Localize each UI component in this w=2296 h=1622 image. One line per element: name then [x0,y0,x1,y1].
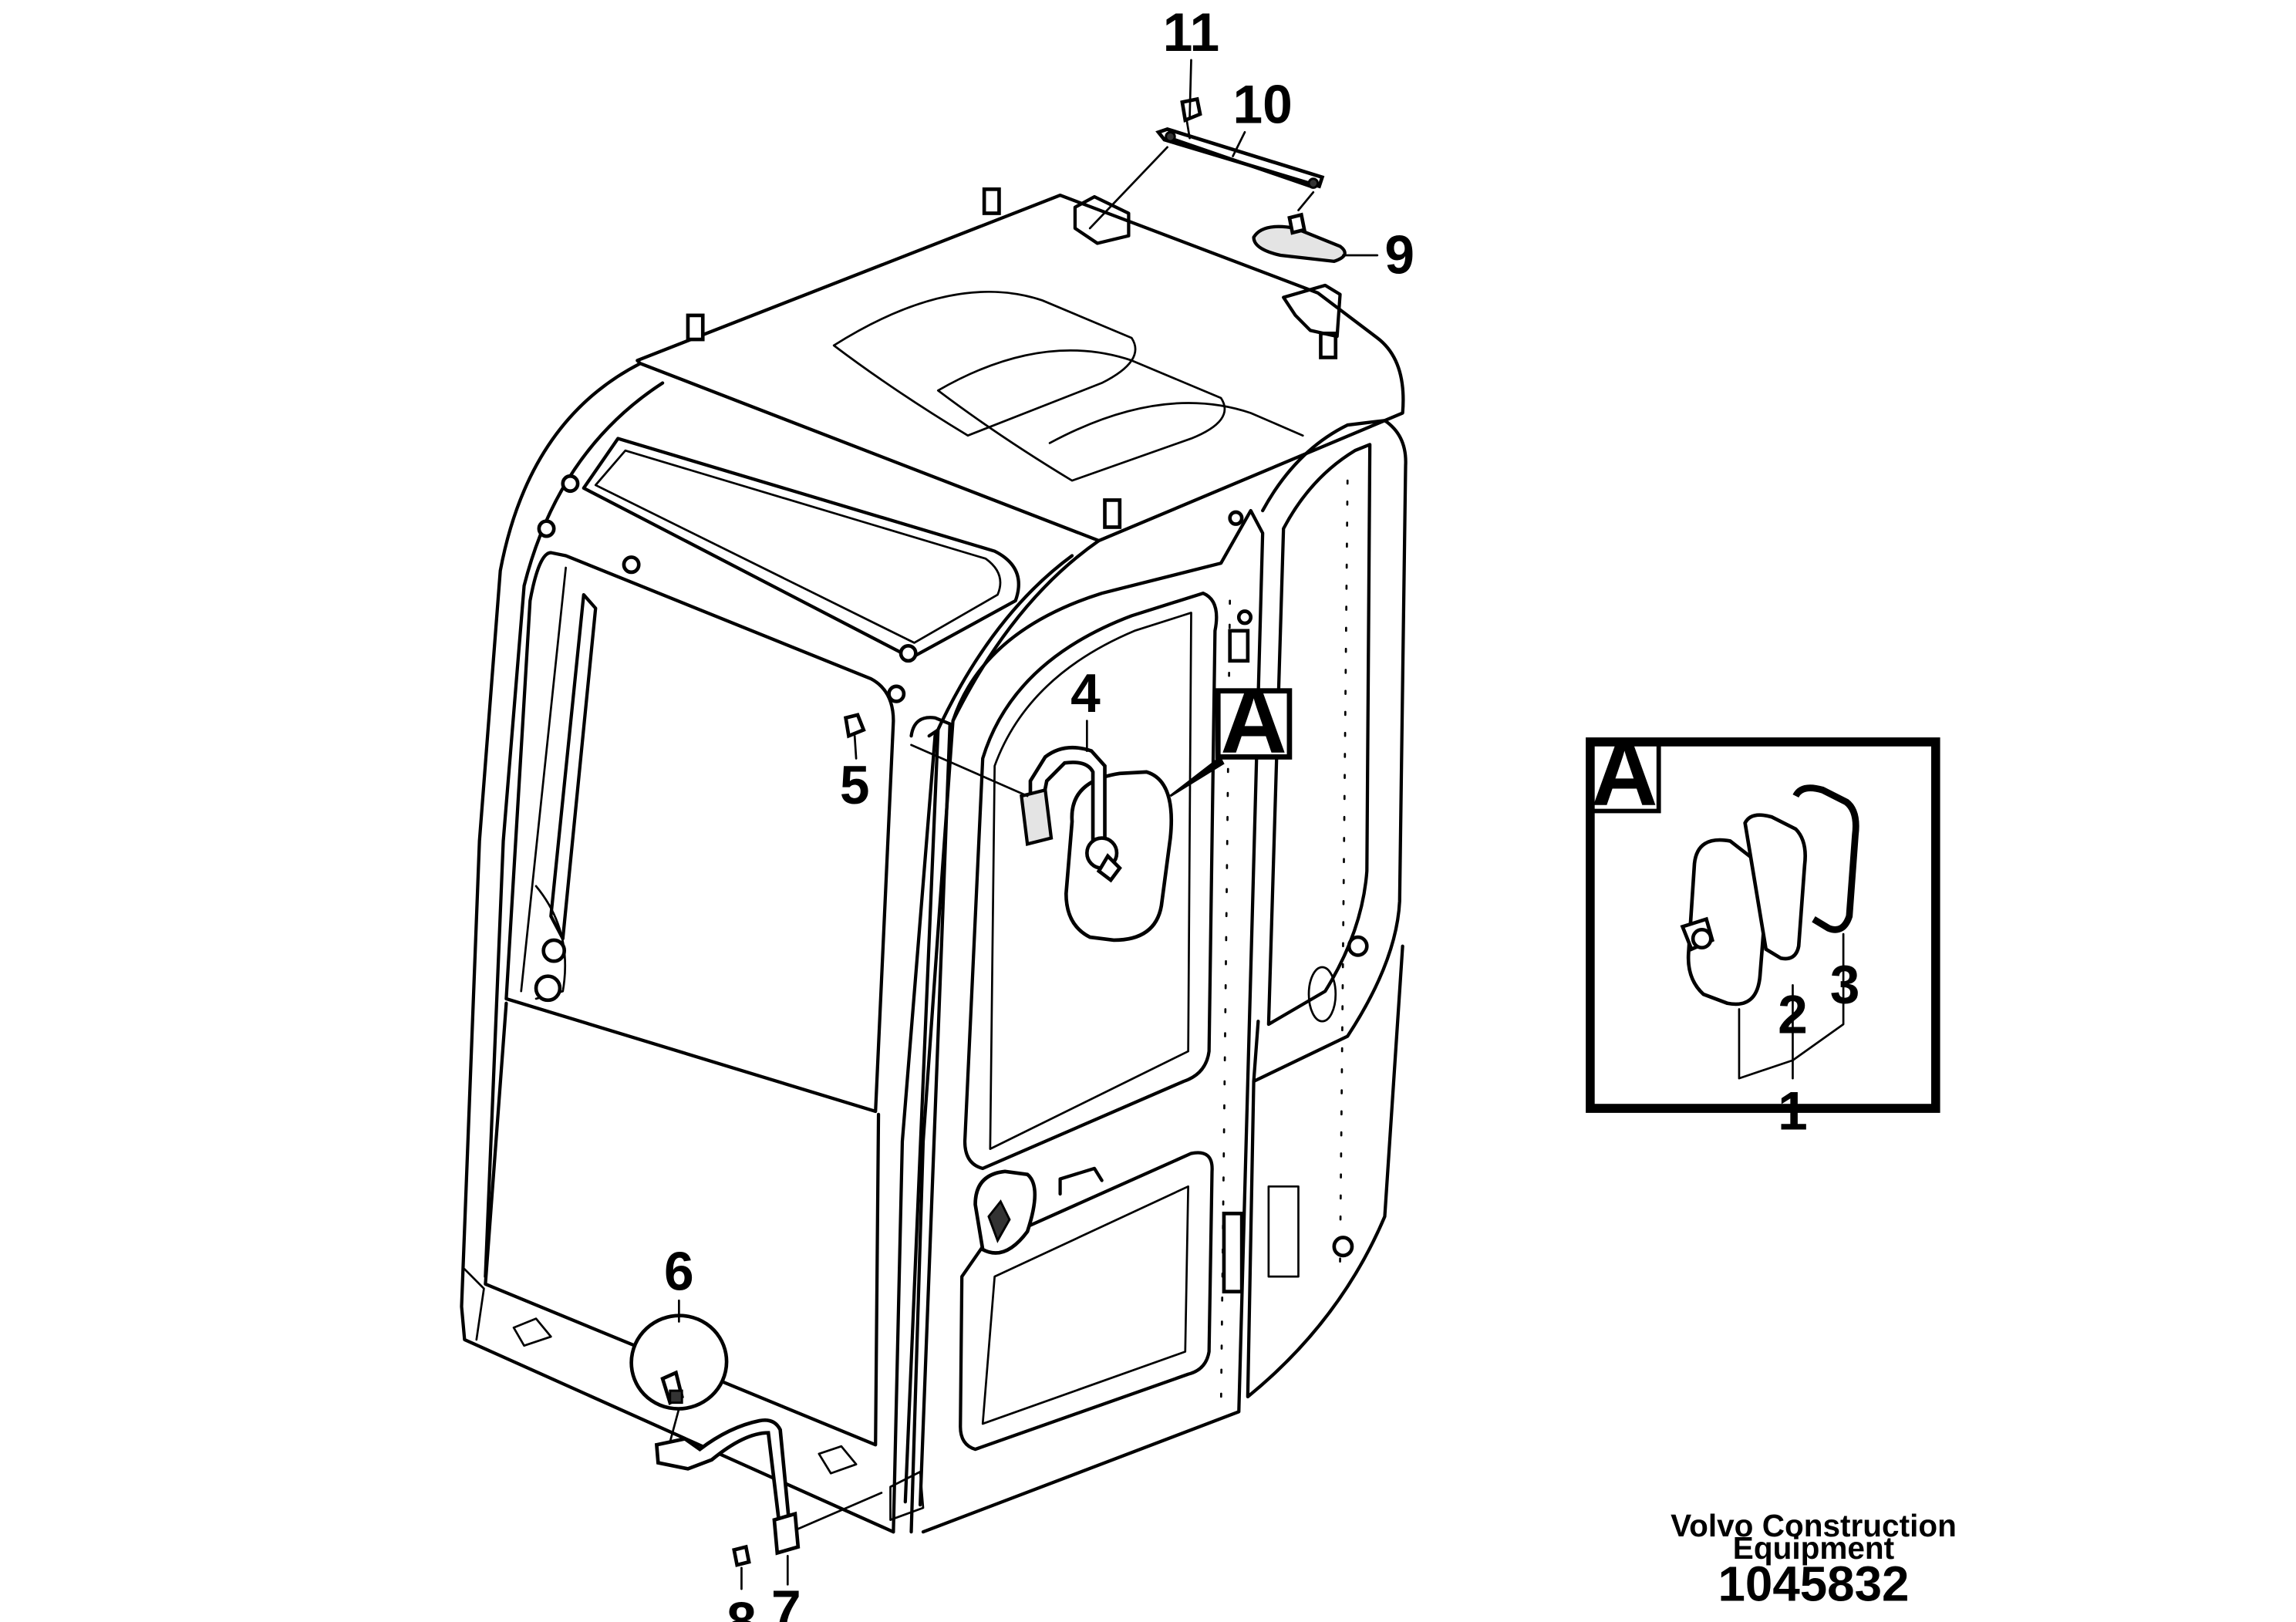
part-5-bolt [843,713,866,760]
callout-5: 5 [840,754,870,814]
callout-3: 3 [1830,954,1860,1014]
figure-id: 1045832 [1718,1556,1909,1611]
callout-9: 9 [1384,224,1414,285]
part-8-nut [732,1544,751,1567]
callout-10: 10 [1233,74,1293,134]
part-10-roof-bracket [1155,127,1325,189]
callout-4: 4 [1070,663,1101,723]
footer-line-1: Volvo Construction [1671,1508,1957,1543]
part-6-round-mirror [629,1313,729,1411]
detail-box-a: A [1586,721,1940,1113]
detail-box-marker-text: A [1591,721,1657,825]
part-7-mirror-arm [654,1418,801,1556]
detail-a-marker-text: A [1220,669,1286,773]
callout-2: 2 [1778,984,1808,1044]
footer-line-2: Equipment [1733,1530,1895,1566]
callout-11: 11 [1163,2,1219,62]
part-11-bolt [1180,96,1202,140]
callout-7: 7 [771,1580,801,1622]
cab-illustration [460,187,1408,1534]
callout-8: 8 [727,1591,757,1622]
detail-a-marker: A [1169,669,1293,798]
callout-1: 1 [1778,1081,1808,1141]
detail-glass-2 [1743,813,1807,961]
detail-seal-3 [1792,784,1859,933]
roof-posts [537,187,1338,703]
part-4-side-mirror [1020,745,1174,943]
callout-6: 6 [664,1241,694,1301]
part-9-rear-mirror [1252,191,1347,263]
